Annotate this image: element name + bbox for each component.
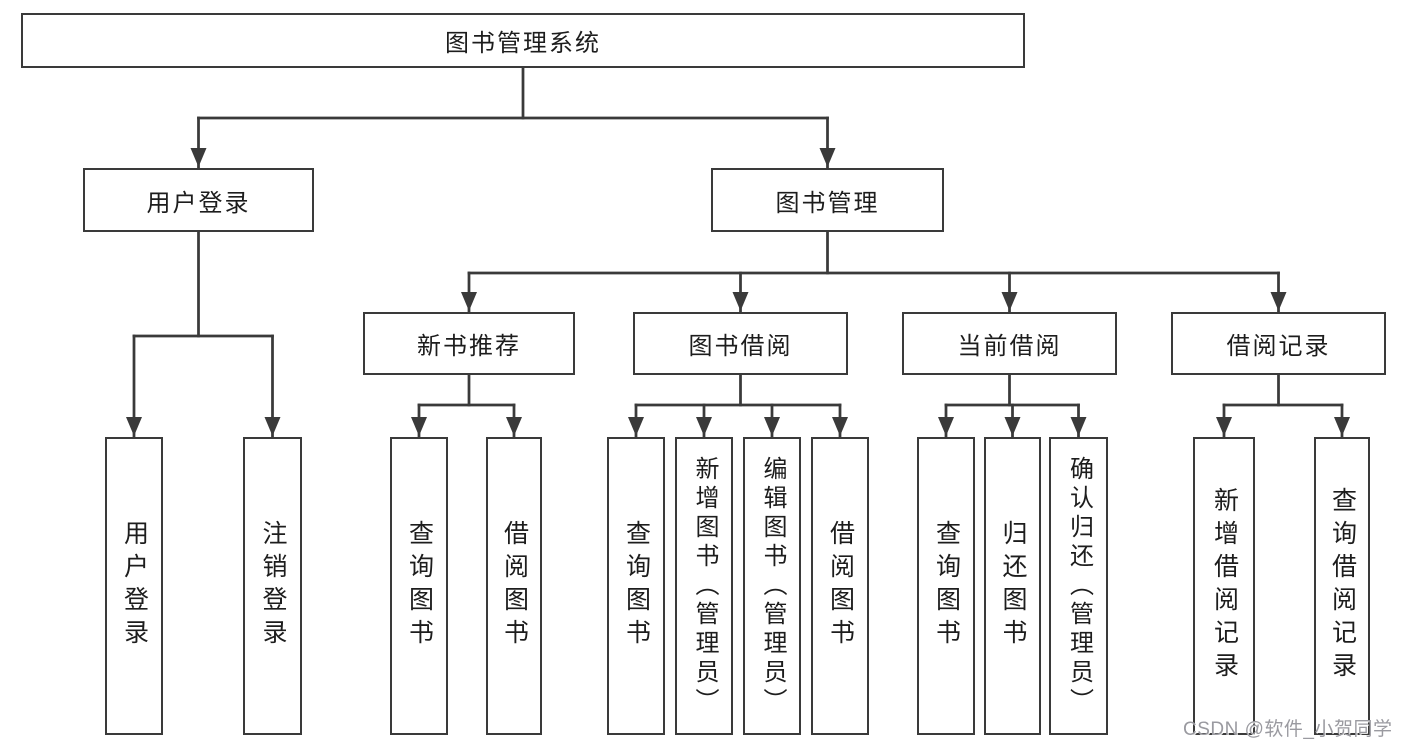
leaf-query-books-recommend: 查询图书 — [390, 437, 448, 735]
leaf-add-books-admin: 新增图书（管理员） — [675, 437, 733, 735]
leaf-add-borrow-record: 新增借阅记录 — [1193, 437, 1255, 735]
leaf-query-borrow-record: 查询借阅记录 — [1314, 437, 1370, 735]
node-label: 查询图书 — [932, 520, 961, 652]
node-new-book-recommendation: 新书推荐 — [363, 312, 575, 375]
leaf-query-books-current: 查询图书 — [917, 437, 975, 735]
leaf-edit-books-admin: 编辑图书（管理员） — [743, 437, 801, 735]
leaf-borrow-books: 借阅图书 — [811, 437, 869, 735]
node-label: 借阅图书 — [826, 520, 855, 652]
node-current-borrowing: 当前借阅 — [902, 312, 1117, 375]
node-book-borrowing: 图书借阅 — [633, 312, 848, 375]
leaf-user-login: 用户登录 — [105, 437, 163, 735]
node-label: 新增图书（管理员） — [691, 455, 718, 717]
node-label: 查询借阅记录 — [1328, 487, 1357, 685]
arrow-connectors — [126, 116, 1350, 438]
leaf-return-books: 归还图书 — [984, 437, 1041, 735]
leaf-logout: 注销登录 — [243, 437, 302, 735]
node-label: 当前借阅 — [957, 333, 1062, 360]
node-label: 注销登录 — [259, 520, 287, 652]
node-label: 编辑图书（管理员） — [759, 455, 786, 717]
node-label: 新增借阅记录 — [1210, 487, 1239, 685]
node-label: 图书管理 — [775, 189, 880, 217]
csdn-watermark: CSDN @软件_小贺同学 — [1183, 719, 1393, 740]
node-label: 查询图书 — [622, 520, 651, 652]
node-label: 归还图书 — [999, 520, 1027, 652]
node-label: 确认归还（管理员） — [1065, 455, 1093, 717]
node-label: 用户登录 — [120, 520, 149, 652]
node-label: 图书管理系统 — [445, 30, 601, 57]
plain-connectors — [132, 66, 1344, 407]
leaf-query-books-borrow: 查询图书 — [607, 437, 665, 735]
leaf-confirm-return-admin: 确认归还（管理员） — [1049, 437, 1108, 735]
node-label: 借阅图书 — [500, 520, 529, 652]
node-label: 查询图书 — [405, 520, 434, 652]
node-label: 图书借阅 — [688, 333, 793, 360]
node-label: 新书推荐 — [417, 333, 521, 360]
leaf-borrow-books-recommend: 借阅图书 — [486, 437, 542, 735]
node-user-login: 用户登录 — [83, 168, 314, 232]
node-book-management: 图书管理 — [711, 168, 944, 232]
node-library-management-system: 图书管理系统 — [21, 13, 1025, 68]
node-borrowing-records: 借阅记录 — [1171, 312, 1386, 375]
node-label: 借阅记录 — [1226, 333, 1331, 360]
node-label: 用户登录 — [146, 189, 251, 217]
